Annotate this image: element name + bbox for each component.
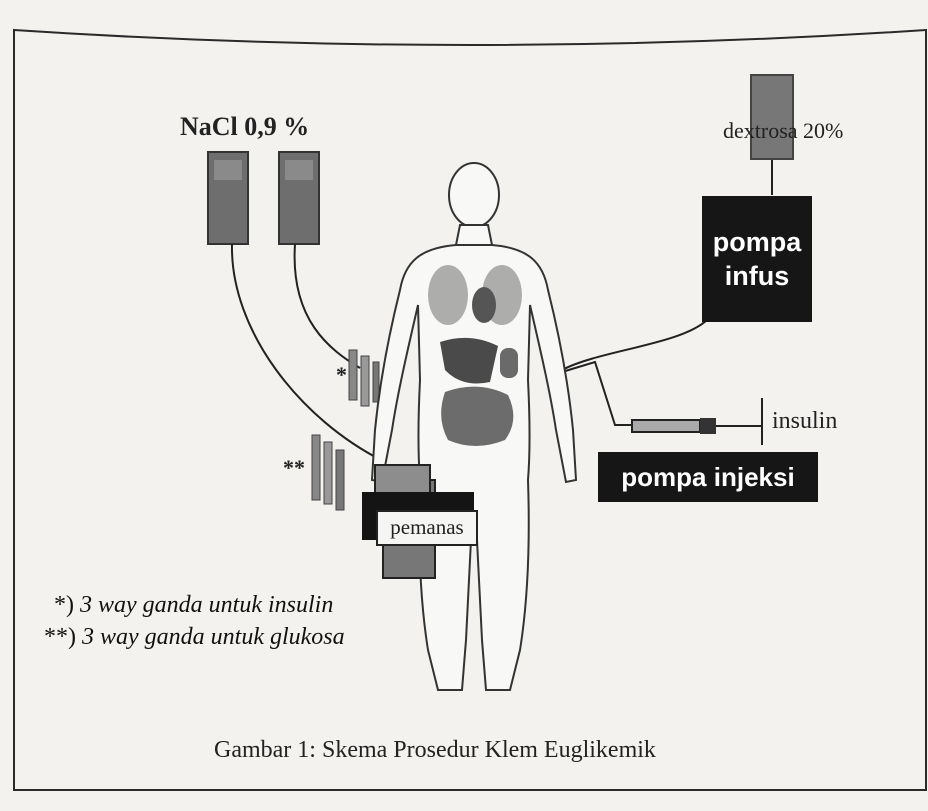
tube-nacl-insulin	[295, 244, 360, 368]
dextrose-label: dextrosa 20%	[723, 118, 843, 144]
figure-caption: Gambar 1: Skema Prosedur Klem Euglikemik	[214, 737, 656, 764]
note-glucose-text: 3 way ganda untuk glukosa	[82, 624, 345, 650]
insulin-label: insulin	[772, 408, 837, 435]
mark-double-star: **	[283, 455, 305, 481]
note-glucose-mark: **)	[44, 624, 76, 650]
note-insulin: *) 3 way ganda untuk insulin	[54, 592, 333, 619]
note-insulin-text: 3 way ganda untuk insulin	[80, 592, 333, 618]
tube-nacl-glucose	[232, 244, 385, 462]
injection-pump-box: pompa injeksi	[598, 452, 818, 502]
three-way-insulin-icon	[349, 350, 379, 406]
infusion-pump-box: pompa infus	[702, 196, 812, 322]
note-insulin-mark: *)	[54, 592, 74, 618]
tube-dextrose-arm	[562, 320, 707, 370]
nacl-label: NaCl 0,9 %	[180, 112, 309, 142]
three-way-glucose-icon	[312, 435, 344, 510]
syringe-icon	[632, 398, 762, 445]
heater-label: pemanas	[376, 510, 478, 546]
note-glucose: **) 3 way ganda untuk glukosa	[44, 624, 345, 651]
mark-single-star: *	[336, 362, 347, 388]
nacl-bag-left-icon	[208, 152, 248, 244]
nacl-bag-right-icon	[279, 152, 319, 244]
tube-insulin-arm	[562, 362, 650, 425]
